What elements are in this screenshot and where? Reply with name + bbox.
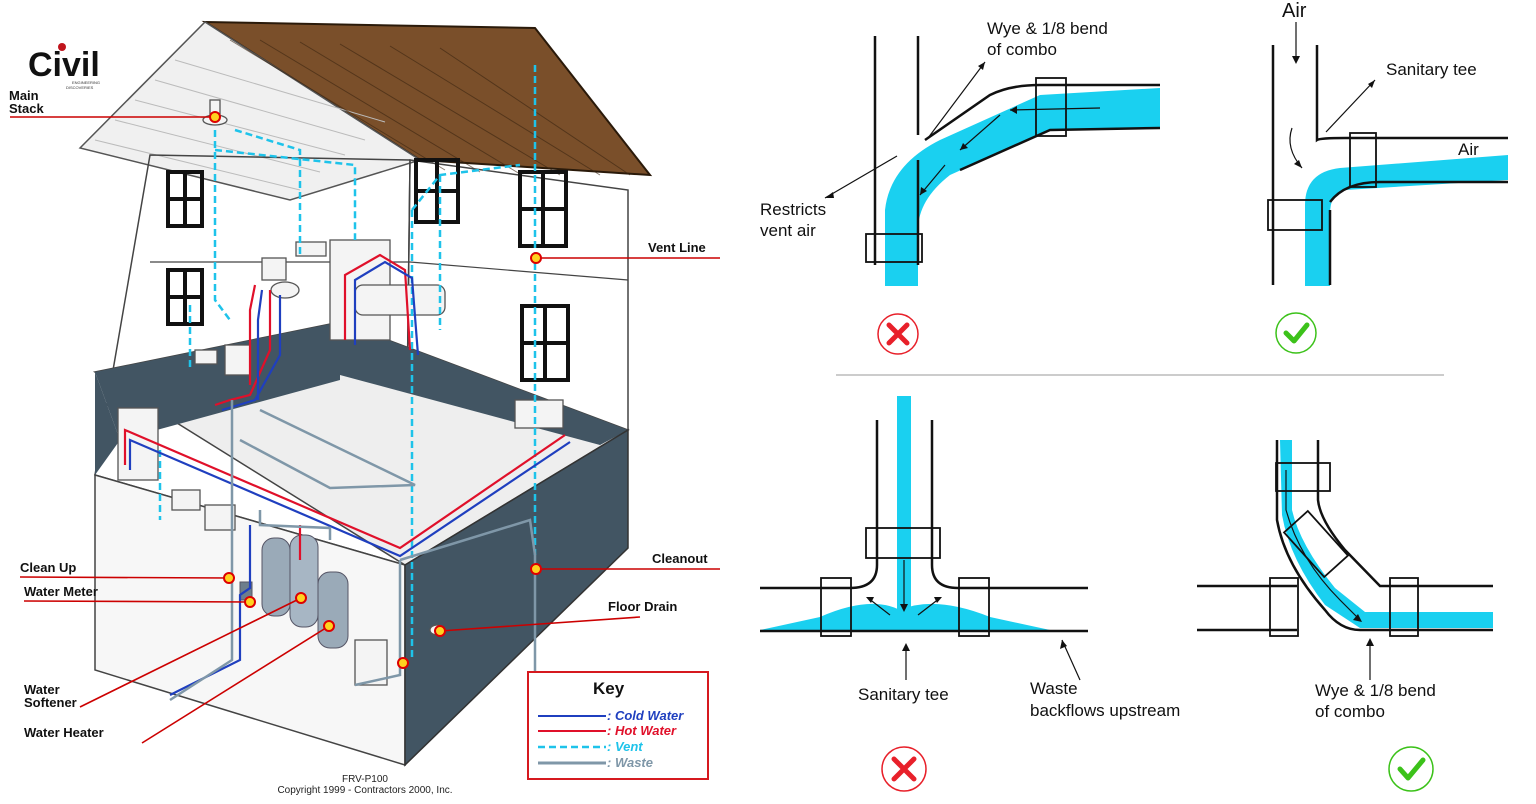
fitting-top-left-note-2: vent air (760, 221, 816, 240)
label-main-stack-1: Main (9, 88, 39, 103)
fitting-bottom-left-label: Sanitary tee (858, 685, 949, 704)
correct-icon-2 (1388, 746, 1434, 792)
legend-vent: : Vent (607, 739, 643, 754)
label-cleanout: Cleanout (652, 551, 708, 566)
legend-cold-water: : Cold Water (607, 708, 684, 723)
fitting-top-left-label: Wye & 1/8 bend of combo (987, 19, 1108, 59)
window-icons (166, 158, 570, 382)
label-water-meter: Water Meter (24, 584, 98, 599)
label-clean-up: Clean Up (20, 560, 76, 575)
logo-subtitle: ENGINEERING (72, 80, 100, 85)
legend-title: Key (593, 679, 625, 698)
fitting-bottom-right: Wye & 1/8 bend of combo (1197, 440, 1493, 792)
fitting-bottom-left-note-2: backflows upstream (1030, 701, 1180, 720)
logo-dot-icon (58, 43, 66, 51)
label-vent-line: Vent Line (648, 240, 706, 255)
label-main-stack-2: Stack (9, 101, 44, 116)
fitting-top-left-label-1: Wye & 1/8 bend (987, 19, 1108, 38)
incorrect-icon (877, 313, 919, 355)
fitting-top-left-label-2: of combo (987, 40, 1057, 59)
water-flow-bottom-left-pool (760, 603, 1050, 630)
logo-text: Civil (28, 46, 100, 84)
water-flow-bottom-left-vertical (897, 396, 911, 610)
fitting-top-right-label: Sanitary tee (1386, 60, 1477, 79)
vent-pipes (158, 65, 537, 660)
fitting-bottom-right-label: Wye & 1/8 bend of combo (1315, 681, 1436, 721)
correct-icon (1275, 312, 1317, 354)
legend-waste: : Waste (607, 755, 653, 770)
fitting-bottom-left: Sanitary tee Waste backflows upstream (760, 396, 1180, 792)
foundation-front-right (404, 428, 629, 767)
label-water-softener-1: Water (24, 682, 60, 697)
callout-dots (209, 111, 542, 669)
fitting-bottom-right-label-1: Wye & 1/8 bend (1315, 681, 1436, 700)
fitting-bottom-left-note-1: Waste (1030, 679, 1078, 698)
hot-water-pipes (123, 253, 566, 560)
fitting-top-left: Wye & 1/8 bend of combo Restricts vent air (760, 19, 1161, 355)
fitting-top-left-note-1: Restricts (760, 200, 826, 219)
label-water-heater: Water Heater (24, 725, 104, 740)
water-flow-bottom-right (1280, 440, 1493, 628)
fixture-icons (117, 99, 564, 686)
logo: Civil ENGINEERING DISCOVERIES (28, 43, 100, 90)
fitting-top-right: Air Sanitary tee Air (1267, 0, 1508, 354)
credit-copyright: Copyright 1999 - Contractors 2000, Inc. (277, 785, 452, 796)
label-floor-drain: Floor Drain (608, 599, 677, 614)
callout-leaders (10, 116, 720, 744)
fitting-top-right-air-side: Air (1458, 140, 1479, 159)
cold-water-pipes (128, 260, 571, 696)
incorrect-icon-2 (881, 746, 927, 792)
credit-code: FRV-P100 (342, 774, 388, 785)
legend-key: Key : Cold Water : Hot Water : Vent : Wa… (527, 671, 709, 780)
logo-subtitle-2: DISCOVERIES (66, 85, 94, 90)
water-flow-top-left (885, 88, 1160, 286)
fitting-bottom-right-label-2: of combo (1315, 702, 1385, 721)
fitting-bottom-left-note: Waste backflows upstream (1030, 679, 1180, 720)
water-flow-top-right (1305, 155, 1508, 286)
legend-hot-water: : Hot Water (607, 723, 677, 738)
fitting-top-left-note: Restricts vent air (760, 200, 826, 240)
label-water-softener-2: Softener (24, 695, 77, 710)
fitting-top-right-air-top: Air (1282, 0, 1307, 22)
